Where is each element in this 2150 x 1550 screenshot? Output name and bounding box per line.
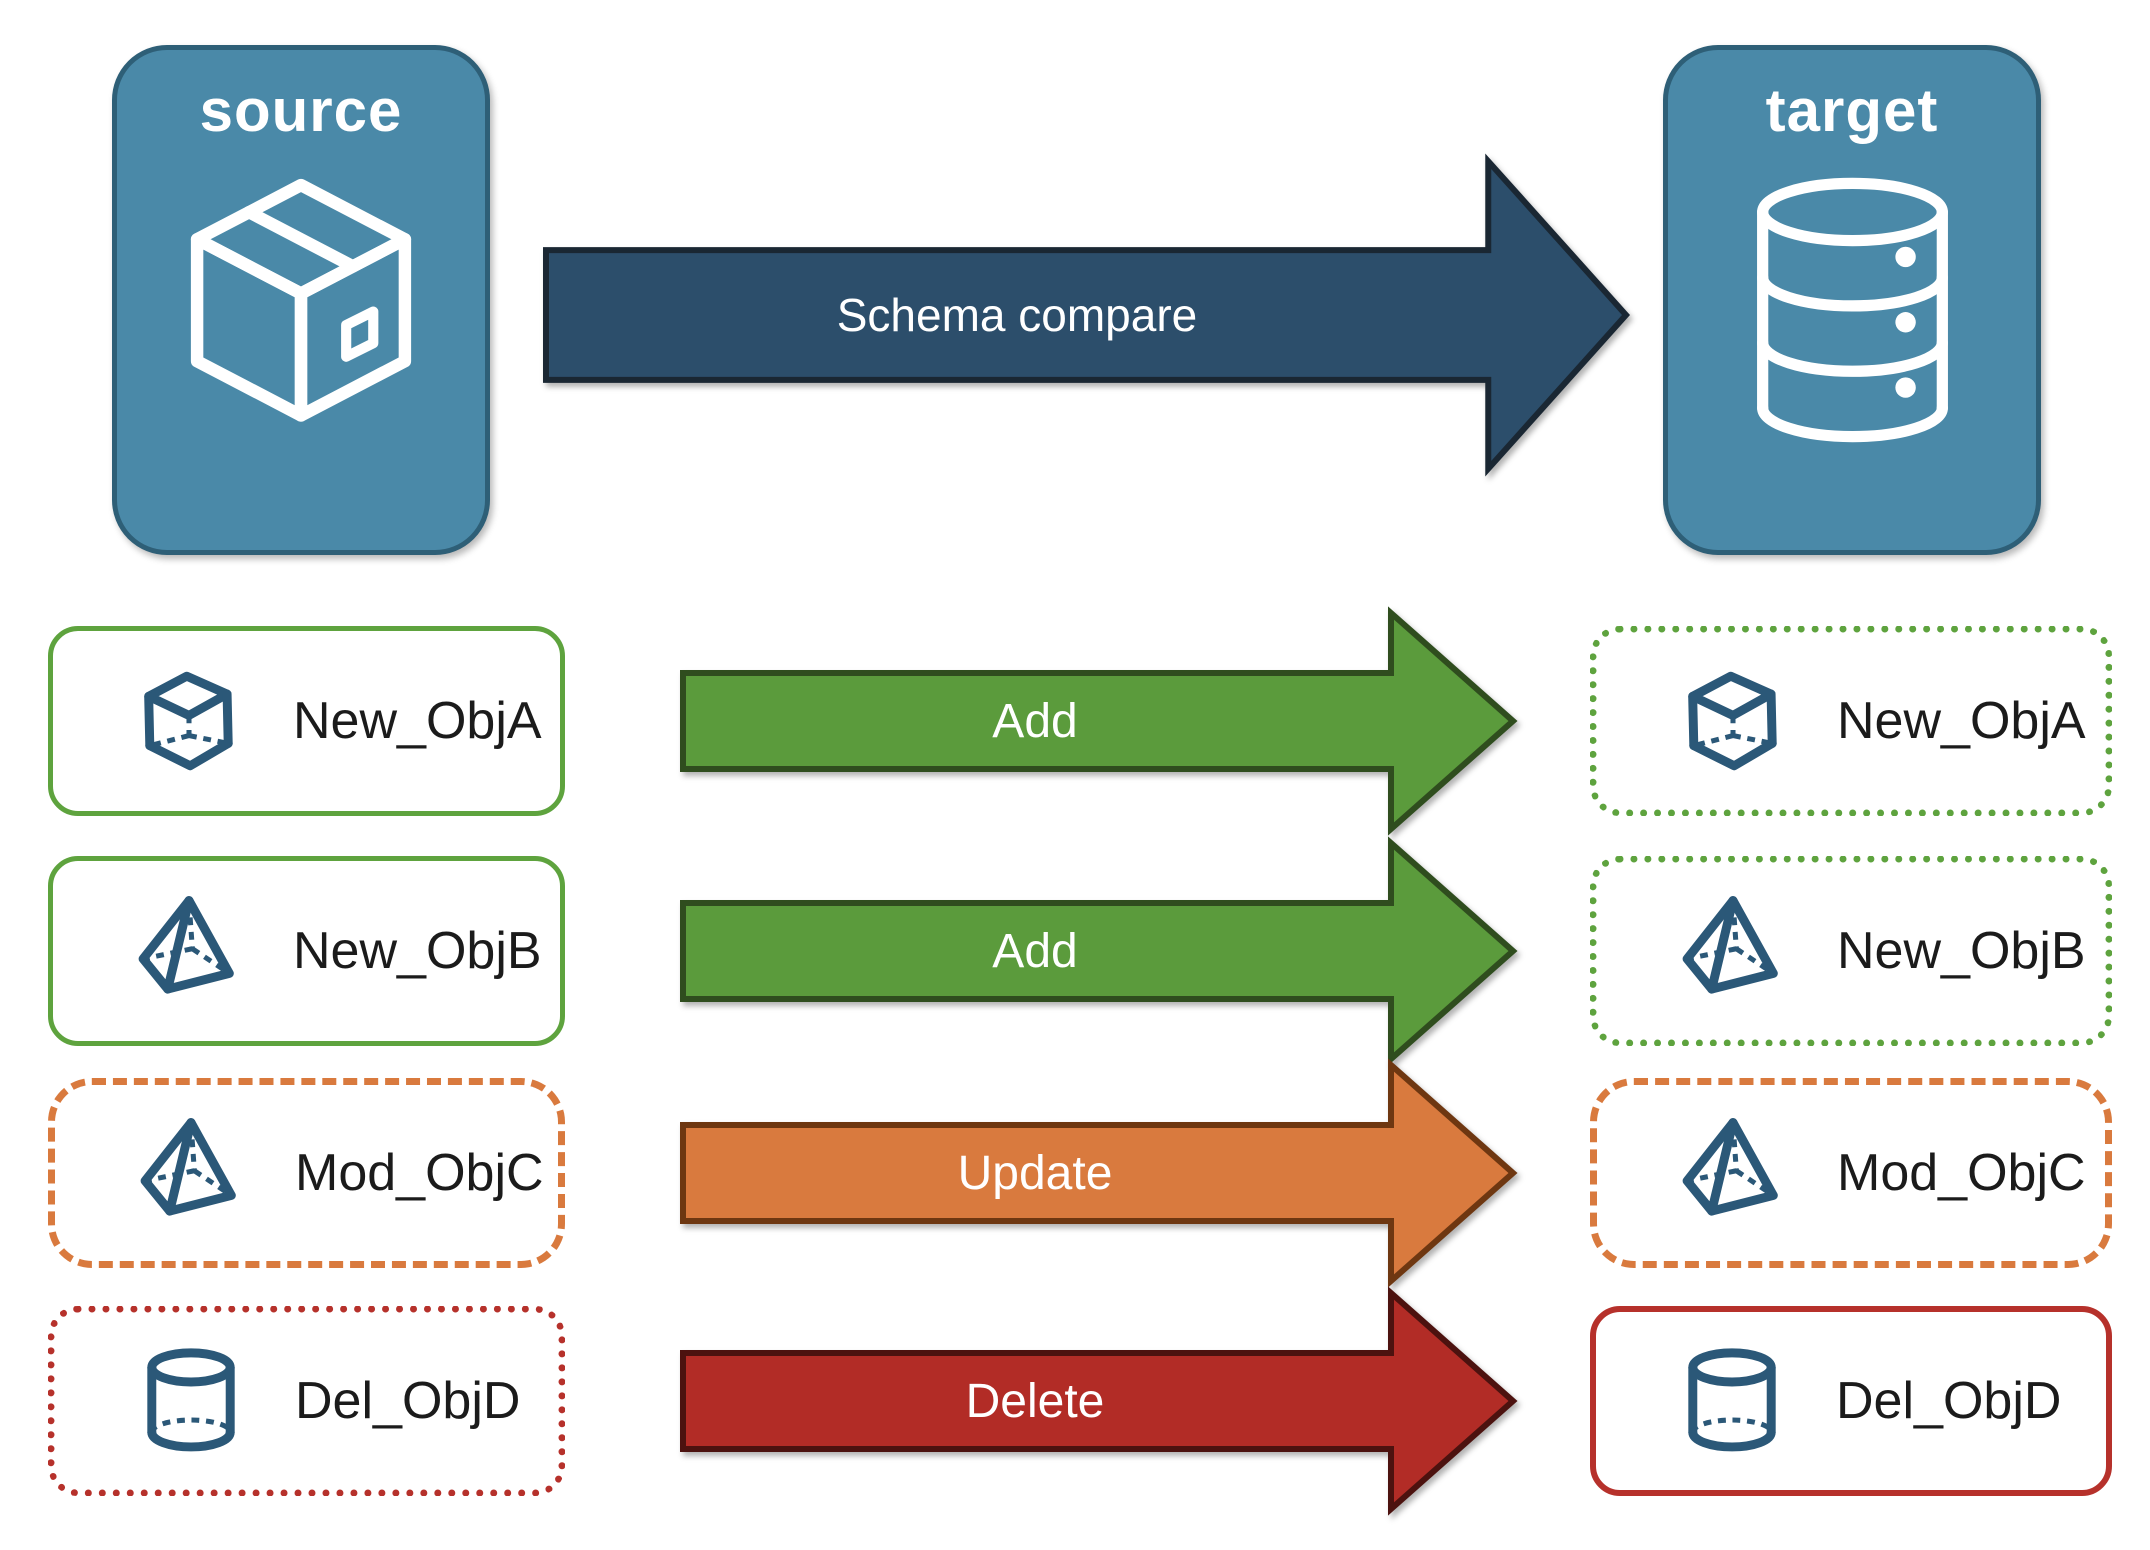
source-object-label: Del_ObjD [295,1372,521,1430]
source-object-card-del-objd: Del_ObjD [48,1306,565,1496]
action-arrow-add-objb: Add [679,831,1520,1071]
action-arrow-label: Delete [965,1374,1105,1428]
source-object-card-new-objb: New_ObjB [48,856,565,1046]
source-object-card-mod-objc: Mod_ObjC [48,1078,565,1268]
cube-icon [1688,671,1777,771]
source-object-label: Mod_ObjC [295,1144,544,1202]
target-panel-label: target [1765,77,1939,144]
action-arrow-label: Update [957,1146,1113,1200]
target-object-label: Del_ObjD [1836,1372,2062,1430]
target-object-card-del-objd: Del_ObjD [1590,1306,2112,1496]
target-panel: target [1663,45,2041,555]
target-object-label: New_ObjB [1837,922,2086,980]
source-panel-label: source [199,77,403,144]
action-arrow-label: Add [992,694,1078,748]
schema-compare-arrow: Schema compare [542,145,1630,485]
pyramid-icon [138,896,234,994]
source-object-label: New_ObjB [293,922,542,980]
pyramid-icon [1682,1118,1778,1216]
action-arrow-add-obja: Add [679,601,1520,841]
pyramid-icon [140,1118,236,1216]
pyramid-icon [1682,896,1778,994]
cube-icon [144,671,233,771]
target-object-card-new-objb: New_ObjB [1590,856,2112,1046]
action-arrow-label: Add [992,924,1078,978]
target-object-card-new-obja: New_ObjA [1590,626,2112,816]
action-arrow-delete-objd: Delete [679,1281,1520,1521]
target-object-label: New_ObjA [1837,692,2086,750]
schema-compare-arrow-label: Schema compare [836,289,1198,341]
package-icon [190,178,412,422]
cylinder-icon [1688,1348,1776,1452]
action-arrow-update-objc: Update [679,1053,1520,1293]
source-object-card-new-obja: New_ObjA [48,626,565,816]
source-object-label: New_ObjA [293,692,542,750]
source-panel: source [112,45,490,555]
target-object-label: Mod_ObjC [1837,1144,2086,1202]
database-icon [1756,177,1948,443]
target-object-card-mod-objc: Mod_ObjC [1590,1078,2112,1268]
cylinder-icon [147,1348,235,1452]
